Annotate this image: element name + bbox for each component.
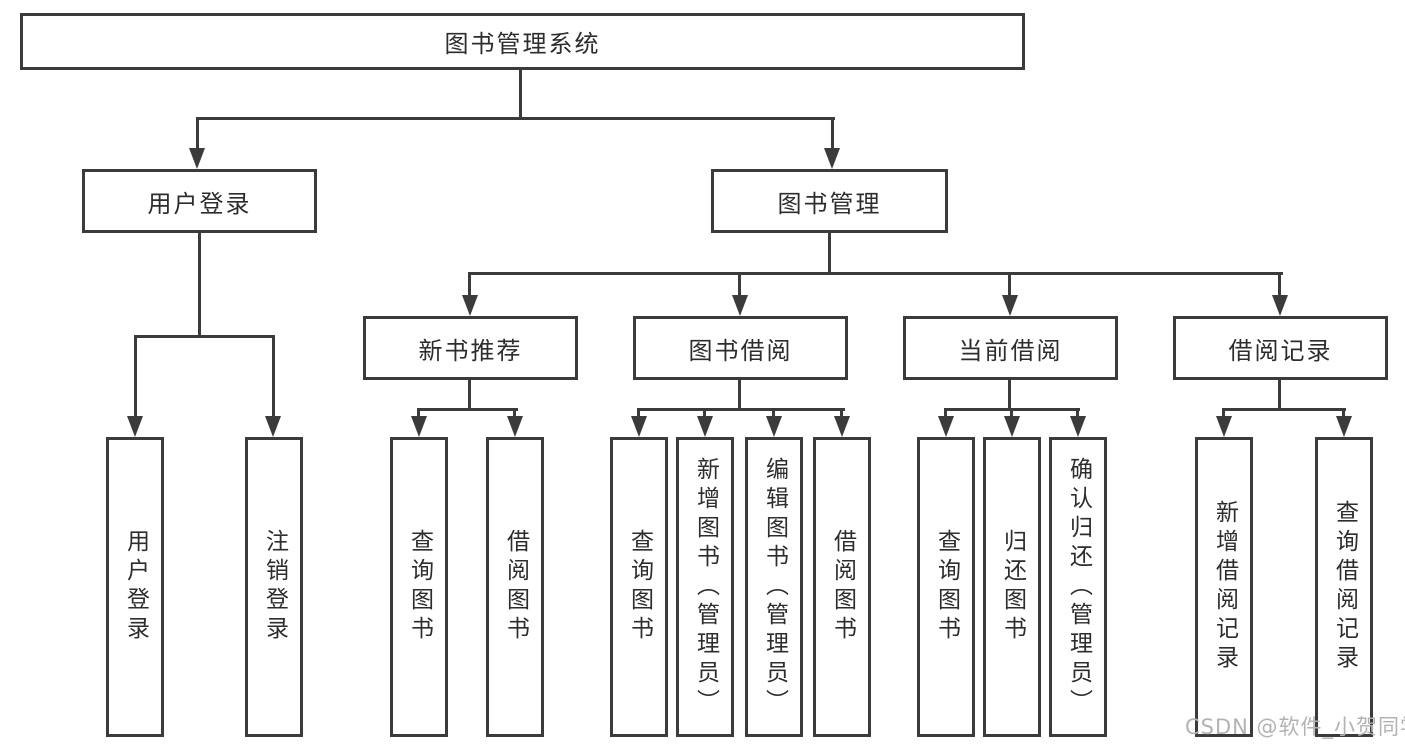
leaf-recommend-borrow-books: 借阅图书 <box>486 437 544 737</box>
arrowhead-c1 <box>938 416 954 437</box>
leaf-current-return-books: 归还图书 <box>983 437 1041 737</box>
connector-b2-drop <box>703 408 706 418</box>
leaf-records-add-record: 新增借阅记录 <box>1195 437 1253 737</box>
leaf-recommend-query-books: 查询图书 <box>390 437 448 737</box>
arrowhead-recommend <box>462 295 478 316</box>
connector-borrow-stem <box>738 380 741 411</box>
leaf-current-return-books-label: 归还图书 <box>999 529 1026 645</box>
connector-user-branch-stem <box>198 233 201 338</box>
arrowhead-current <box>1002 295 1018 316</box>
connector-records-stem <box>1278 380 1281 411</box>
node-book-borrow: 图书借阅 <box>633 316 848 380</box>
arrowhead-b2 <box>697 416 713 437</box>
node-user-login: 用户登录 <box>82 169 317 233</box>
connector-user-branch-bar <box>134 335 275 338</box>
leaf-current-query-books: 查询图书 <box>917 437 975 737</box>
connector-c3-drop <box>1076 408 1079 418</box>
node-book-management-label: 图书管理 <box>777 189 882 218</box>
node-book-borrow-label: 图书借阅 <box>688 336 793 365</box>
leaf-records-add-record-label: 新增借阅记录 <box>1211 500 1238 674</box>
node-book-management: 图书管理 <box>711 169 948 233</box>
node-current-borrow-label: 当前借阅 <box>958 336 1063 365</box>
node-root-label: 图书管理系统 <box>444 30 601 58</box>
connector-borrow-drop <box>738 272 741 296</box>
arrowhead-a2 <box>507 416 523 437</box>
connector-b4-drop <box>840 408 843 418</box>
connector-leaf-user-login-drop <box>134 335 137 417</box>
node-root: 图书管理系统 <box>20 13 1025 70</box>
arrowhead-d2 <box>1336 416 1352 437</box>
connector-leaf-logout-drop <box>272 335 275 417</box>
connector-d1-drop <box>1222 408 1225 418</box>
leaf-borrow-edit-books-admin: 编辑图书（管理员） <box>745 437 803 737</box>
arrowhead-d1 <box>1216 416 1232 437</box>
leaf-user-login: 用户登录 <box>106 437 164 737</box>
node-current-borrow: 当前借阅 <box>903 316 1118 380</box>
leaf-borrow-query-books: 查询图书 <box>610 437 668 737</box>
arrowhead-user-login <box>189 148 205 169</box>
connector-c2-drop <box>1010 408 1013 418</box>
arrowhead-b3 <box>766 416 782 437</box>
leaf-recommend-borrow-books-label: 借阅图书 <box>502 529 529 645</box>
node-new-book-recommend-label: 新书推荐 <box>418 336 523 365</box>
node-user-login-label: 用户登录 <box>147 189 252 218</box>
arrowhead-leaf-logout <box>265 416 281 437</box>
leaf-recommend-query-books-label: 查询图书 <box>406 529 433 645</box>
arrowhead-a1 <box>411 416 427 437</box>
arrowhead-b1 <box>631 416 647 437</box>
connector-recommend-bar <box>418 408 518 411</box>
leaf-records-query-record-label: 查询借阅记录 <box>1331 500 1358 674</box>
arrowhead-book-management <box>824 148 840 169</box>
connector-recommend-drop <box>468 272 471 296</box>
connector-current-stem <box>1008 380 1011 411</box>
leaf-borrow-edit-books-admin-label: 编辑图书（管理员） <box>761 456 788 718</box>
leaf-borrow-borrow-books-label: 借阅图书 <box>829 529 856 645</box>
connector-b3-drop <box>772 408 775 418</box>
arrowhead-c3 <box>1070 416 1086 437</box>
leaf-borrow-borrow-books: 借阅图书 <box>813 437 871 737</box>
connector-b1-drop <box>637 408 640 418</box>
connector-a2-drop <box>513 408 516 418</box>
arrowhead-borrow <box>732 295 748 316</box>
leaf-current-query-books-label: 查询图书 <box>933 529 960 645</box>
leaf-borrow-add-books-admin-label: 新增图书（管理员） <box>692 456 719 718</box>
connector-c1-drop <box>944 408 947 418</box>
arrowhead-b4 <box>834 416 850 437</box>
connector-level3-bar <box>469 272 1283 275</box>
connector-root-stem <box>519 70 522 117</box>
connector-a1-drop <box>417 408 420 418</box>
connector-book-management-drop <box>831 117 834 150</box>
leaf-user-login-label: 用户登录 <box>122 529 149 645</box>
connector-user-login-drop <box>196 117 199 150</box>
leaf-borrow-add-books-admin: 新增图书（管理员） <box>676 437 734 737</box>
csdn-watermark: CSDN @软件_小贺同学 <box>1185 715 1405 739</box>
connector-records-bar <box>1222 408 1346 411</box>
connector-current-drop <box>1008 272 1011 296</box>
connector-records-drop <box>1278 272 1281 296</box>
connector-recommend-stem <box>468 380 471 411</box>
connector-book-branch-stem <box>828 233 831 275</box>
node-borrow-records: 借阅记录 <box>1173 316 1388 380</box>
connector-d2-drop <box>1342 408 1345 418</box>
leaf-current-confirm-return-admin: 确认归还（管理员） <box>1049 437 1107 737</box>
connector-borrow-bar <box>638 408 845 411</box>
node-new-book-recommend: 新书推荐 <box>363 316 578 380</box>
node-borrow-records-label: 借阅记录 <box>1228 336 1333 365</box>
connector-level2-bar <box>196 117 835 120</box>
arrowhead-records <box>1272 295 1288 316</box>
leaf-records-query-record: 查询借阅记录 <box>1315 437 1373 737</box>
leaf-logout: 注销登录 <box>245 437 303 737</box>
leaf-current-confirm-return-admin-label: 确认归还（管理员） <box>1065 456 1092 718</box>
arrowhead-c2 <box>1004 416 1020 437</box>
arrowhead-leaf-user-login <box>127 416 143 437</box>
leaf-logout-label: 注销登录 <box>261 529 288 645</box>
leaf-borrow-query-books-label: 查询图书 <box>626 529 653 645</box>
